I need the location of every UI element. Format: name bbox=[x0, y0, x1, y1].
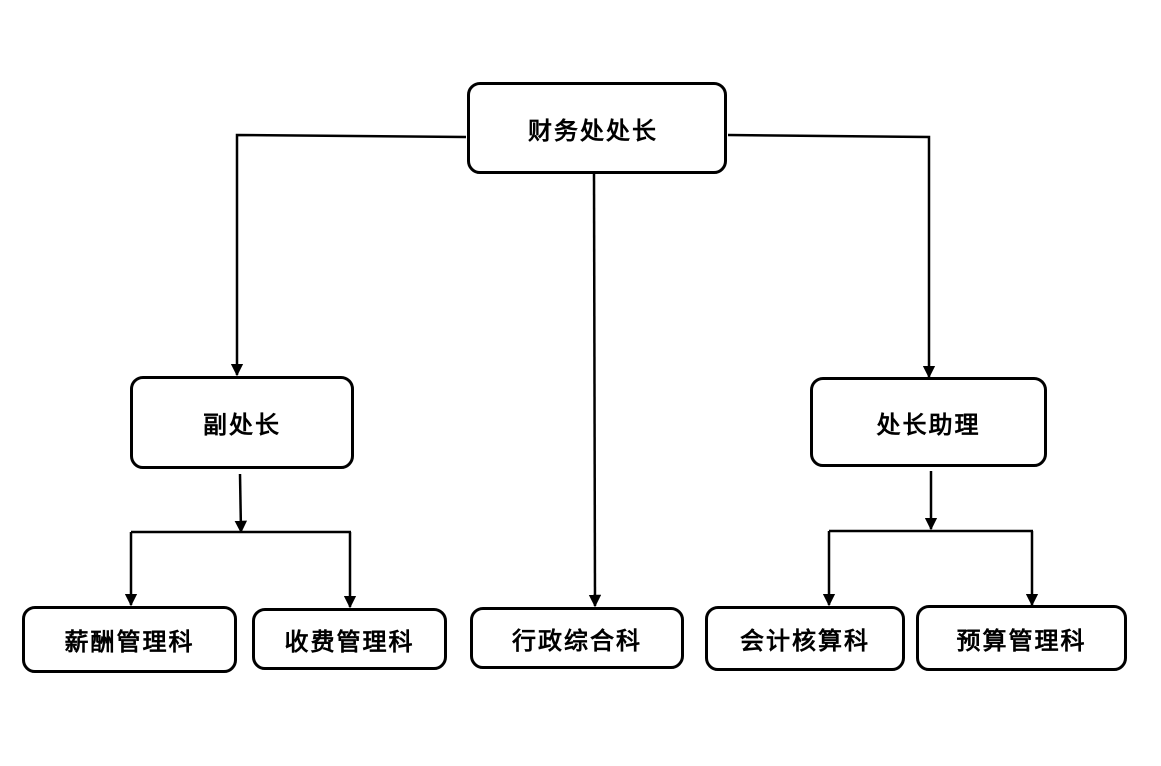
node-deputy-label: 副处长 bbox=[203, 410, 281, 439]
node-fees-label: 收费管理科 bbox=[284, 626, 415, 656]
node-admin-label: 行政综合科 bbox=[512, 625, 642, 655]
node-assistant-label: 处长助理 bbox=[876, 409, 981, 439]
node-fees: 收费管理科 bbox=[252, 608, 447, 670]
node-director-label: 财务处处长 bbox=[528, 115, 658, 145]
node-director: 财务处处长 bbox=[467, 82, 727, 174]
connector-director-assistant bbox=[727, 133, 936, 379]
node-accounting-label: 会计核算科 bbox=[740, 626, 870, 655]
node-salary: 薪酬管理科 bbox=[22, 606, 237, 673]
node-budget: 预算管理科 bbox=[916, 605, 1127, 671]
node-salary-label: 薪酬管理科 bbox=[64, 627, 195, 656]
connector-director-admin bbox=[588, 173, 602, 608]
node-accounting: 会计核算科 bbox=[705, 606, 905, 671]
node-assistant: 处长助理 bbox=[810, 377, 1047, 467]
node-admin: 行政综合科 bbox=[470, 607, 684, 669]
connector-deputy-junction bbox=[234, 473, 248, 534]
node-budget-label: 预算管理科 bbox=[956, 625, 1087, 655]
connector-director-deputy bbox=[230, 133, 467, 377]
node-deputy: 副处长 bbox=[130, 376, 354, 469]
